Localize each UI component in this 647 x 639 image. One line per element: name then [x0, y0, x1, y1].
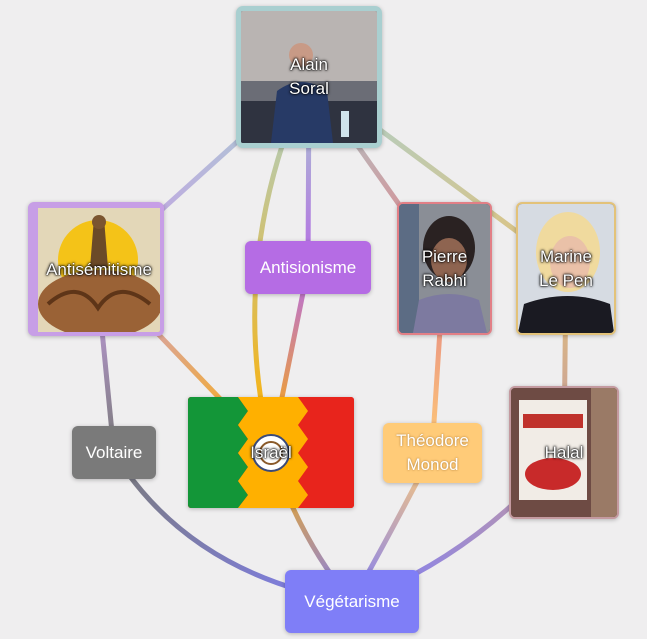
node-label: Marine Le Pen	[539, 246, 593, 290]
node-vegetarisme[interactable]: Végétarisme	[285, 570, 419, 633]
node-label: Antisémitisme	[46, 260, 152, 279]
node-label: Antisionisme	[259, 257, 357, 277]
node-pierre-rabhi[interactable]: Pierre Rabhi	[397, 202, 492, 335]
illustration-antisemitisme	[38, 208, 160, 332]
node-antisemitisme[interactable]: Antisémitisme	[28, 202, 164, 336]
photo-alain-soral	[241, 11, 377, 143]
node-voltaire[interactable]: Voltaire	[72, 426, 156, 479]
node-label: Voltaire	[85, 442, 143, 462]
photo-marine-le-pen	[518, 204, 614, 333]
node-label: Halal	[544, 442, 584, 462]
photo-pierre-rabhi	[399, 204, 490, 333]
node-label: Pierre Rabhi	[421, 246, 468, 290]
node-theodore-monod[interactable]: Théodore Monod	[383, 423, 482, 483]
node-label: Théodore Monod	[396, 431, 469, 474]
flag-image	[188, 397, 354, 508]
photo-halal-sign	[511, 388, 617, 517]
node-label: Alain Soral	[289, 55, 329, 98]
node-label: Israël	[250, 442, 292, 462]
node-marine-le-pen[interactable]: Marine Le Pen	[516, 202, 616, 335]
node-halal[interactable]: Halal	[509, 386, 619, 519]
node-alain-soral[interactable]: Alain Soral	[236, 6, 382, 148]
node-antisionisme[interactable]: Antisionisme	[245, 241, 371, 294]
node-label: Végétarisme	[304, 591, 400, 611]
node-israel[interactable]: Israël	[188, 397, 354, 508]
